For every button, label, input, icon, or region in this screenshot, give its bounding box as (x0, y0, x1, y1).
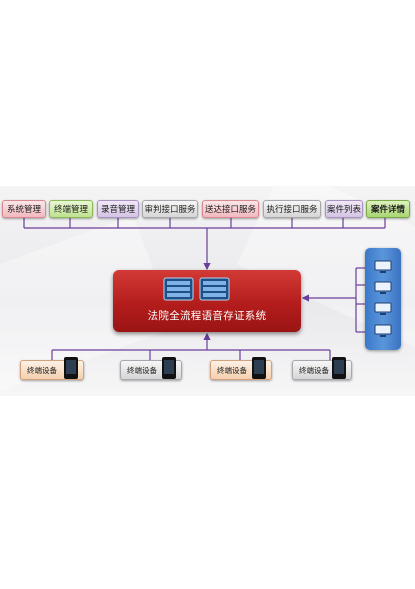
computer-icon (374, 281, 392, 294)
central-system-box: 法院全流程语音存证系统 (113, 270, 301, 332)
computer-icon (374, 324, 392, 337)
client-panel (365, 248, 401, 350)
hub-title: 法院全流程语音存证系统 (147, 310, 267, 322)
computer-icon (374, 260, 392, 273)
module-case-details: 案件详情 (366, 200, 410, 218)
module-case-list: 案件列表 (325, 200, 363, 218)
module-delivery-interface: 送达接口服务 (202, 200, 259, 218)
server-icon (199, 277, 230, 301)
tablet-icon (162, 357, 176, 379)
terminal-device: 终端设备 (210, 357, 272, 380)
module-recording-management: 录音管理 (97, 200, 139, 218)
tablet-icon (64, 357, 78, 379)
module-terminal-management: 终端管理 (49, 200, 93, 218)
diagram-canvas: 系统管理 终端管理 录音管理 审判接口服务 送达接口服务 执行接口服务 案件列表… (0, 186, 415, 396)
module-system-management: 系统管理 (2, 200, 46, 218)
module-execution-interface: 执行接口服务 (263, 200, 321, 218)
module-trial-interface: 审判接口服务 (142, 200, 198, 218)
server-icon (163, 277, 194, 301)
terminal-device: 终端设备 (292, 357, 352, 380)
tablet-icon (252, 357, 266, 379)
tablet-icon (332, 357, 346, 379)
terminal-device: 终端设备 (20, 357, 84, 380)
computer-icon (374, 302, 392, 315)
terminal-device: 终端设备 (120, 357, 182, 380)
connector-lines (23, 218, 386, 360)
